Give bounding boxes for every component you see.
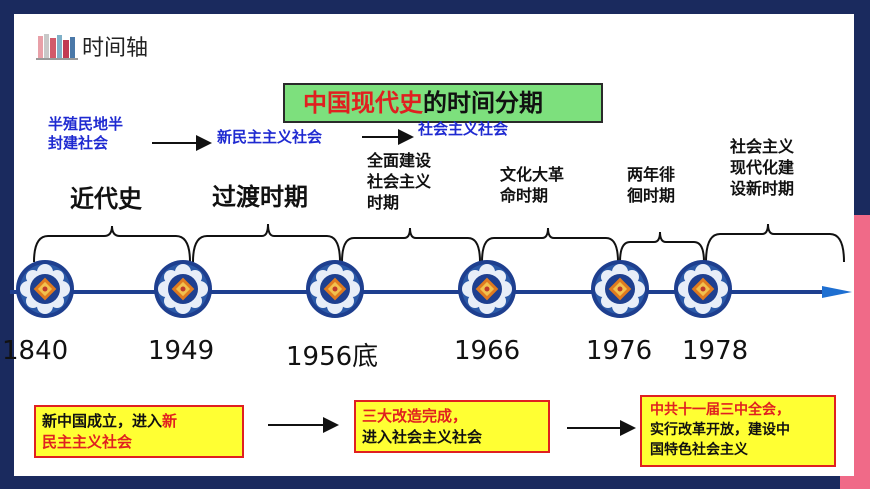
note-new-china: 新中国成立，进入新 民主主义社会 [34, 405, 244, 458]
note-line: 国特色社会主义 [650, 442, 748, 458]
main-title-highlight: 中国现代史 [303, 89, 423, 117]
year-label: 1978 [682, 336, 749, 366]
arrow-right-icon [822, 286, 852, 298]
period-line: 文化大革 [500, 165, 565, 184]
period-line: 命时期 [500, 186, 549, 205]
note-reform-opening: 中共十一届三中全会， 实行改革开放，建设中 国特色社会主义 [640, 395, 836, 467]
period-line: 设新时期 [730, 179, 795, 198]
stage-new-democratic: 新民主主义社会 [217, 128, 323, 146]
note-line: 三大改造完成， [362, 407, 468, 425]
brace-icon [705, 223, 845, 263]
note-line: 中共十一届三中全会， [650, 402, 790, 418]
note-text: 新中国成立，进入 [42, 412, 163, 430]
medallion-icon [591, 260, 649, 318]
medallion-icon [306, 260, 364, 318]
brace-icon [481, 227, 619, 263]
stage-semi-colonial: 半殖民地半 封建社会 [48, 115, 123, 153]
period-full-construction: 全面建设 社会主义 时期 [367, 150, 431, 213]
era-transition: 过渡时期 [212, 183, 308, 211]
books-icon [36, 34, 78, 60]
main-title-rest: 的时间分期 [423, 89, 543, 117]
period-modernization: 社会主义 现代化建 设新时期 [730, 136, 794, 199]
brace-icon [341, 227, 481, 263]
note-text-red: 民主主义社会 [42, 433, 133, 451]
period-line: 现代化建 [730, 158, 795, 177]
medallion-icon [16, 260, 74, 318]
brace-icon [619, 231, 705, 263]
brace-icon [192, 223, 341, 263]
year-label: 1949 [148, 336, 215, 366]
period-cultural-revolution: 文化大革 命时期 [500, 164, 564, 206]
period-line: 徊时期 [627, 186, 676, 205]
year-label: 1840 [2, 336, 69, 366]
period-line: 社会主义 [730, 137, 795, 156]
period-line: 两年徘 [627, 165, 676, 184]
brace-icon [33, 225, 191, 263]
stage-socialist: 社会主义社会 [418, 120, 509, 138]
main-title: 中国现代史的时间分期 [283, 83, 603, 123]
period-two-years-hesitation: 两年徘 徊时期 [627, 164, 675, 206]
note-line: 进入社会主义社会 [362, 428, 483, 446]
year-label: 1976 [586, 336, 653, 366]
period-line: 社会主义 [367, 172, 432, 191]
period-line: 时期 [367, 193, 400, 212]
note-three-reforms: 三大改造完成， 进入社会主义社会 [354, 400, 550, 453]
period-line: 全面建设 [367, 151, 432, 170]
era-modern-history: 近代史 [70, 185, 142, 213]
medallion-icon [154, 260, 212, 318]
note-line: 实行改革开放，建设中 [650, 422, 790, 438]
medallion-icon [674, 260, 732, 318]
stage-semi-colonial-line2: 封建社会 [48, 134, 109, 152]
page-title: 时间轴 [82, 36, 149, 61]
year-label: 1966 [454, 336, 521, 366]
year-label: 1956底 [286, 342, 379, 372]
medallion-icon [458, 260, 516, 318]
note-text-red: 新 [162, 412, 178, 430]
stage-semi-colonial-line1: 半殖民地半 [48, 115, 124, 133]
slide-panel: 时间轴 中国现代史的时间分期 半殖民地半 封建社会 新民主主义社会 社会主义社会… [2, 14, 854, 476]
